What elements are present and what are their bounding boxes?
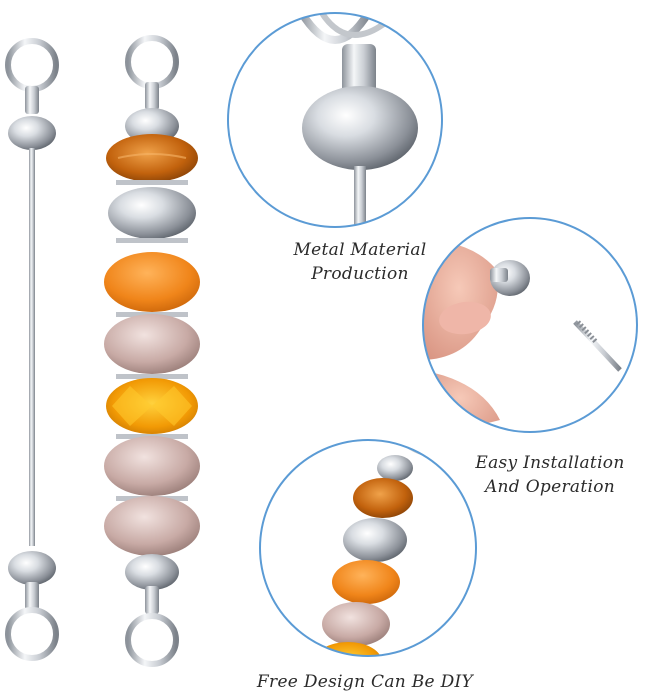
metal-material-caption: Metal Material Production [282, 238, 438, 286]
diy-beads-icon [259, 439, 477, 657]
diy-caption: Free Design Can Be DIY [240, 670, 490, 694]
metal-caption-line2: Production [311, 264, 409, 284]
install-caption-line1: Easy Installation [475, 453, 625, 473]
install-caption-line2: And Operation [484, 477, 615, 497]
installation-hand-icon [422, 217, 638, 433]
beaded-bar-pen-icon [104, 35, 200, 667]
metal-closeup-icon [227, 12, 443, 228]
plain-bar-pen-icon [5, 38, 59, 661]
diy-caption-text: Free Design Can Be DIY [256, 672, 474, 692]
easy-installation-caption: Easy Installation And Operation [460, 451, 640, 499]
metal-caption-line1: Metal Material [293, 240, 427, 260]
